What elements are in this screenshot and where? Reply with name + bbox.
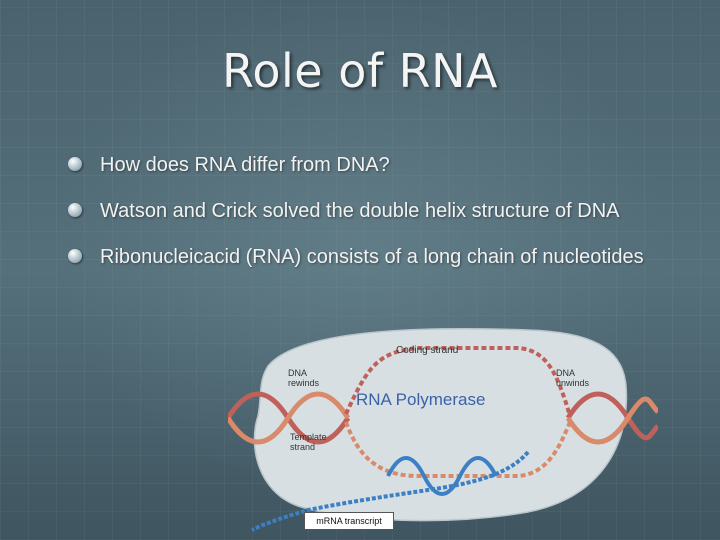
rna-dna-hybrid [386, 456, 498, 496]
rna-polymerase-label: RNA Polymerase [356, 390, 486, 409]
bullet-item: Ribonucleicacid (RNA) consists of a long… [68, 244, 668, 270]
coding-strand-line [344, 346, 572, 417]
transcription-illustration [228, 328, 658, 532]
template-strand-label: Template strand [290, 432, 327, 452]
bullet-text: How does RNA differ from DNA? [100, 154, 390, 176]
bullet-text: Ribonucleicacid (RNA) consists of a long… [100, 246, 644, 268]
dna-rewinds-label: DNA rewinds [288, 368, 320, 388]
dna-strand-right-b [565, 396, 658, 445]
mrna-strand [251, 450, 530, 532]
bullet-dot-icon [68, 249, 82, 263]
dna-strand-left-b [228, 391, 351, 445]
dna-unwinds-label: DNA unwinds [556, 368, 590, 388]
bullet-list: How does RNA differ from DNA? Watson and… [68, 152, 668, 290]
template-strand-line [344, 421, 572, 478]
coding-strand-label: Coding strand [396, 345, 459, 356]
bullet-text: Watson and Crick solved the double helix… [100, 200, 620, 222]
bullet-dot-icon [68, 157, 82, 171]
slide-title: Role of RNA [221, 44, 499, 98]
transcription-diagram: Coding strand DNA rewinds DNA unwinds RN… [228, 326, 658, 540]
bullet-item: Watson and Crick solved the double helix… [68, 198, 668, 224]
polymerase-blob [253, 328, 628, 522]
bullet-item: How does RNA differ from DNA? [68, 152, 668, 178]
bullet-dot-icon [68, 203, 82, 217]
mrna-transcript-label: mRNA transcript [304, 512, 394, 530]
